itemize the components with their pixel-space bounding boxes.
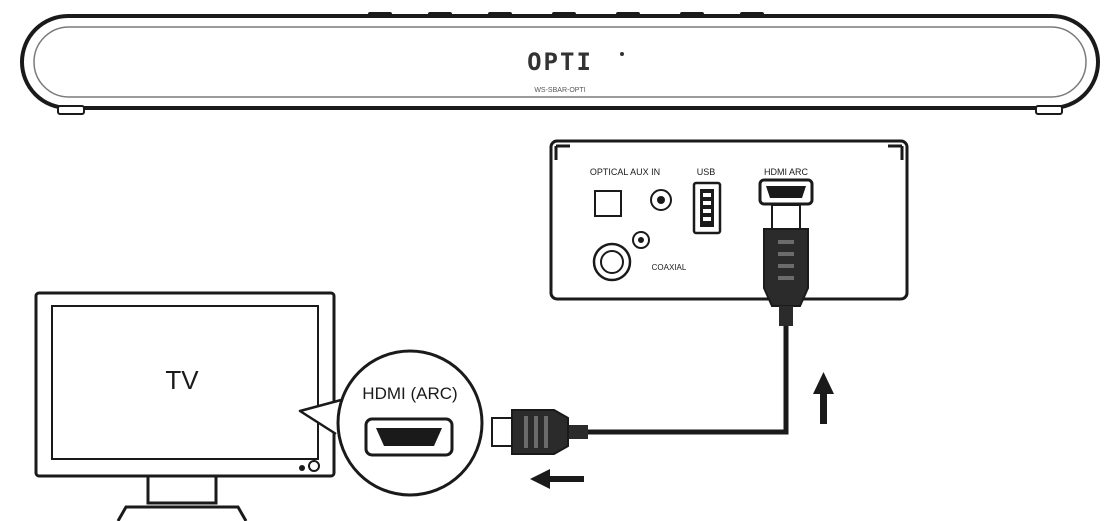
tv-label: TV [165,365,199,395]
hdmi-arc-panel-label: HDMI ARC [764,167,809,177]
soundbar: OPTI WS-SBAR-OPTI [20,12,1100,115]
usb-label: USB [697,167,716,177]
hdmi-arc-port [758,178,814,206]
tv-screen [51,305,319,460]
optical-port [594,190,622,217]
usb-port [692,181,722,235]
hdmi-arc-callout: HDMI (ARC) [336,349,484,497]
hdmi-cable-line [588,326,789,435]
hdmi-cable-panel-plug [763,204,809,326]
optical-aux-in-label: OPTICAL AUX IN [590,167,660,177]
soundbar-model-line: WS-SBAR-OPTI [534,87,585,94]
soundbar-foot-left [57,105,85,115]
soundbar-foot-right [1035,105,1063,115]
tv-indicator-light [299,465,305,471]
rear-panel-body [549,139,909,301]
aux-in-jack [650,189,672,211]
tv-stand [116,476,248,521]
hdmi-cable-tv-plug [491,409,588,455]
tv-hdmi-port [364,417,454,457]
tv-power-button [308,460,320,472]
up-arrow-icon [813,372,834,424]
soundbar-rear-panel: OPTICAL AUX IN USB HDMI ARC [549,139,909,301]
tv: TV [34,291,357,521]
left-arrow-icon [530,469,584,489]
soundbar-body [20,14,1100,110]
callout-label: HDMI (ARC) [362,384,457,403]
coaxial-port [592,231,650,282]
soundbar-brand-logo: OPTI [527,48,593,76]
soundbar-brand-mark [620,52,624,56]
coaxial-label: COAXIAL [652,263,687,272]
